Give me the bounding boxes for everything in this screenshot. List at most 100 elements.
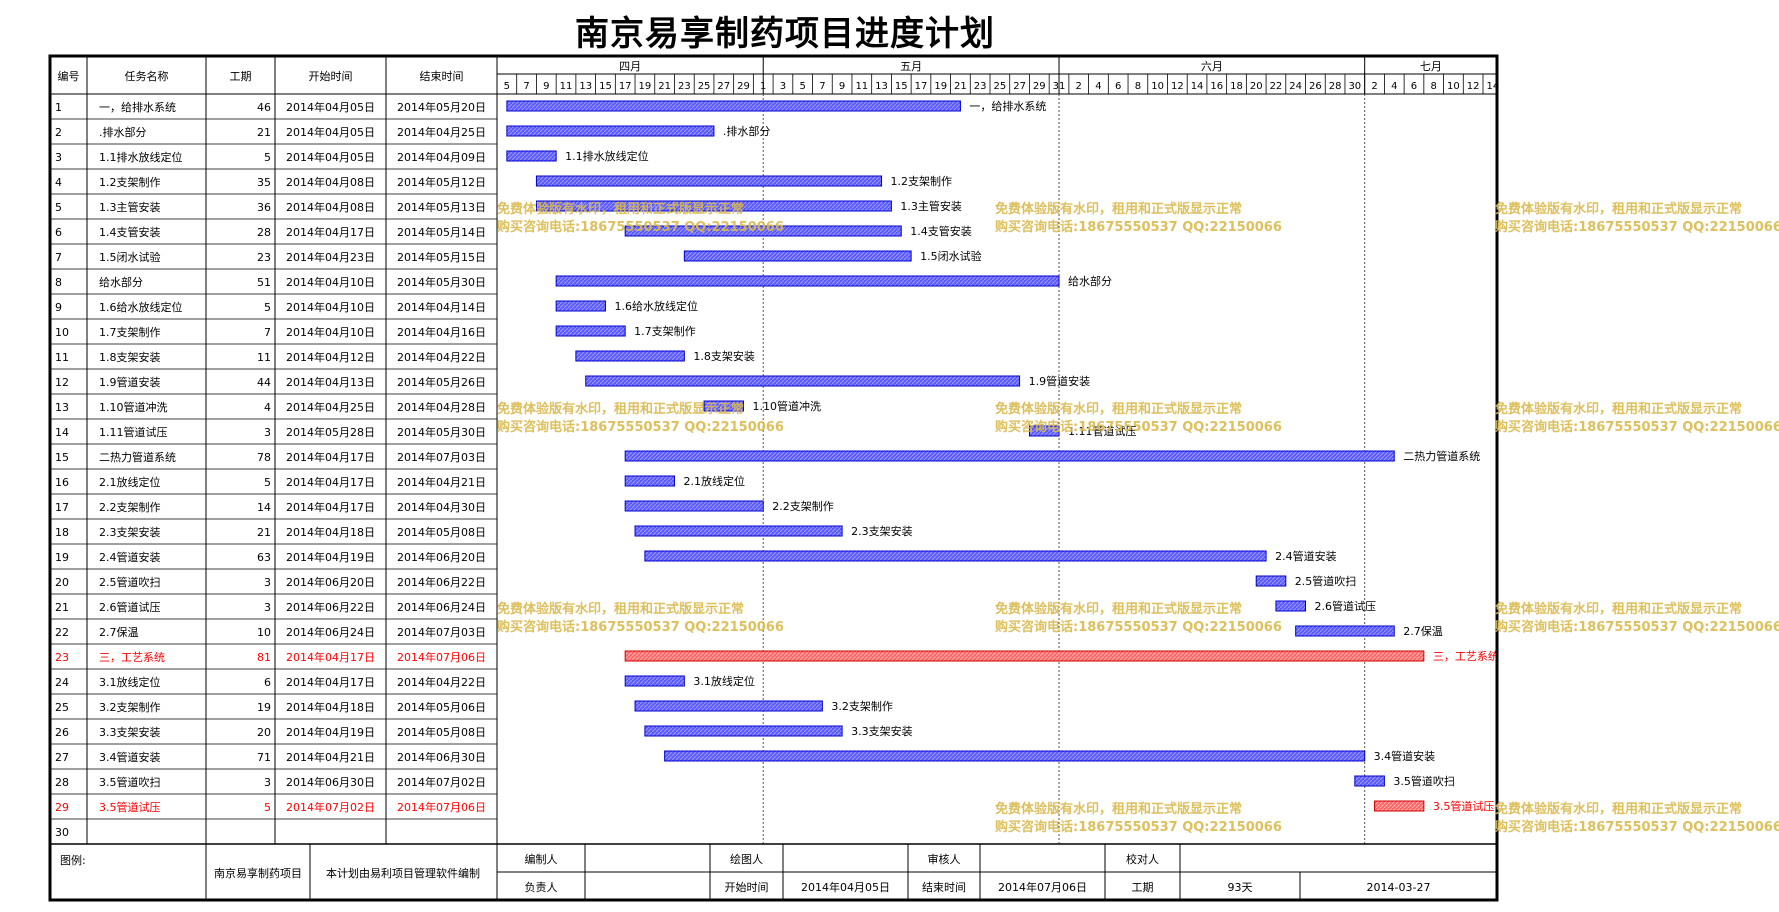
watermark-line1: 免费体验版有水印，租用和正式版显示正常	[497, 201, 744, 217]
watermark-line1: 免费体验版有水印，租用和正式版显示正常	[995, 401, 1242, 417]
day-tick-label: 28	[1329, 81, 1342, 92]
task-id: 12	[55, 376, 69, 389]
gantt-bar	[506, 150, 557, 162]
task-id: 18	[55, 526, 69, 539]
gantt-bar	[1295, 625, 1395, 637]
day-tick-label: 11	[560, 81, 573, 92]
task-name: 1.6给水放线定位	[99, 300, 183, 314]
page-title: 南京易享制药项目进度计划	[575, 14, 995, 54]
day-tick-label: 8	[1431, 81, 1437, 92]
task-id: 25	[55, 701, 69, 714]
bar-label: 3.5管道试压	[1433, 799, 1495, 813]
project-name: 南京易享制药项目	[214, 866, 302, 880]
task-start: 2014年04月17日	[286, 500, 375, 514]
watermark-line2: 购买咨询电话:18675550537 QQ:22150066	[497, 619, 784, 635]
task-id: 21	[55, 601, 69, 614]
task-id: 1	[55, 101, 62, 114]
task-id: 9	[55, 301, 62, 314]
bar-label: 1.8支架安装	[693, 349, 755, 363]
task-end: 2014年04月30日	[397, 500, 486, 514]
task-name: 3.1放线定位	[99, 675, 161, 689]
task-start: 2014年04月13日	[286, 375, 375, 389]
task-id: 5	[55, 201, 62, 214]
task-duration: 20	[257, 726, 271, 739]
day-tick-label: 6	[1115, 81, 1121, 92]
watermark-line2: 购买咨询电话:18675550537 QQ:22150066	[995, 819, 1282, 835]
bar-label: 3.5管道吹扫	[1393, 774, 1455, 788]
task-start: 2014年04月17日	[286, 650, 375, 664]
gantt-bar	[624, 450, 1395, 462]
column-header: 结束时间	[420, 70, 464, 83]
task-id: 8	[55, 276, 62, 289]
day-tick-label: 7	[819, 81, 825, 92]
day-tick-label: 30	[1348, 81, 1361, 92]
task-end: 2014年05月14日	[397, 225, 486, 239]
gantt-bar	[624, 650, 1425, 662]
task-duration: 3	[264, 576, 271, 589]
gantt-bar	[506, 125, 715, 137]
gantt-bar	[644, 550, 1267, 562]
task-name: 3.5管道吹扫	[99, 775, 161, 789]
gantt-bar	[624, 475, 675, 487]
bar-label: 1.9管道安装	[1029, 374, 1091, 388]
task-duration: 23	[257, 251, 271, 264]
gantt-bar	[535, 200, 892, 212]
footer-field: 结束时间	[922, 881, 966, 894]
day-tick-label: 29	[1033, 81, 1046, 92]
footer-field: 2014年07月06日	[998, 880, 1087, 894]
gantt-bar	[575, 350, 685, 362]
day-tick-label: 19	[639, 81, 652, 92]
task-start: 2014年04月19日	[286, 725, 375, 739]
watermark-line2: 购买咨询电话:18675550537 QQ:22150066	[1495, 219, 1779, 235]
gantt-bar	[1275, 600, 1307, 612]
task-id: 10	[55, 326, 69, 339]
task-id: 13	[55, 401, 69, 414]
day-tick-label: 14	[1486, 81, 1499, 92]
task-name: 1.11管道试压	[99, 425, 168, 439]
day-tick-label: 23	[678, 81, 691, 92]
day-tick-label: 24	[1289, 81, 1302, 92]
task-end: 2014年07月03日	[397, 625, 486, 639]
bar-label: 二热力管道系统	[1403, 449, 1480, 463]
task-end: 2014年05月08日	[397, 725, 486, 739]
task-end: 2014年04月25日	[397, 125, 486, 139]
footer-field: 工期	[1132, 881, 1154, 894]
watermark-line1: 免费体验版有水印，租用和正式版显示正常	[995, 601, 1242, 617]
day-tick-label: 26	[1309, 81, 1322, 92]
watermark-line2: 购买咨询电话:18675550537 QQ:22150066	[995, 219, 1282, 235]
task-name: .排水部分	[99, 125, 147, 139]
task-name: 二热力管道系统	[99, 450, 176, 464]
day-tick-label: 23	[974, 81, 987, 92]
task-id: 27	[55, 751, 69, 764]
task-start: 2014年04月05日	[286, 125, 375, 139]
day-tick-label: 9	[839, 81, 845, 92]
gantt-bar	[664, 750, 1366, 762]
gantt-bar	[585, 375, 1021, 387]
task-duration: 3	[264, 426, 271, 439]
column-header: 任务名称	[125, 69, 169, 83]
column-header: 开始时间	[309, 69, 353, 83]
task-start: 2014年04月21日	[286, 750, 375, 764]
task-id: 19	[55, 551, 69, 564]
day-tick-label: 15	[599, 81, 612, 92]
task-start: 2014年04月10日	[286, 275, 375, 289]
bar-label: 1.11管道试压	[1068, 424, 1137, 438]
gantt-bar	[624, 500, 764, 512]
task-start: 2014年04月18日	[286, 700, 375, 714]
watermark-line2: 购买咨询电话:18675550537 QQ:22150066	[1495, 619, 1779, 635]
watermark-line2: 购买咨询电话:18675550537 QQ:22150066	[497, 219, 784, 235]
task-start: 2014年04月25日	[286, 400, 375, 414]
task-name: 1.3主管安装	[99, 200, 161, 214]
task-id: 11	[55, 351, 69, 364]
bar-label: 1.10管道冲洗	[753, 399, 822, 413]
day-tick-label: 27	[1013, 81, 1026, 92]
day-tick-label: 17	[619, 81, 632, 92]
task-name: 一，给排水系统	[99, 100, 176, 114]
task-name: 3.5管道试压	[99, 800, 161, 814]
day-tick-label: 8	[1135, 81, 1141, 92]
gantt-bar	[555, 300, 606, 312]
task-id: 29	[55, 801, 69, 814]
task-end: 2014年05月12日	[397, 175, 486, 189]
task-start: 2014年04月17日	[286, 450, 375, 464]
task-end: 2014年04月14日	[397, 300, 486, 314]
